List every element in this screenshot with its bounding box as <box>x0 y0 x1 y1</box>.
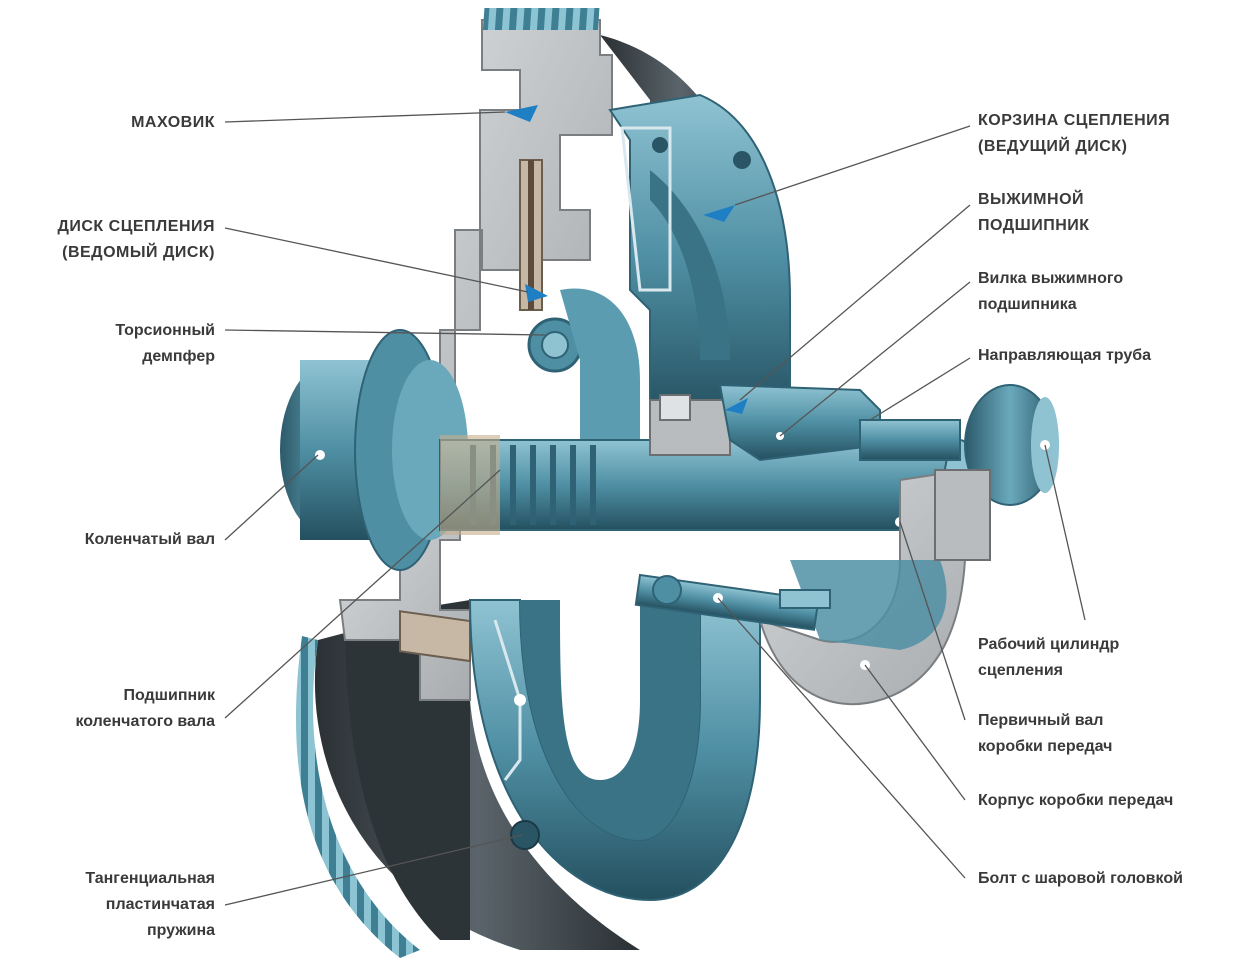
label-tangential-spring: Тангенциальная пластинчатая пружина <box>85 870 215 939</box>
label-pressure-plate: КОРЗИНА СЦЕПЛЕНИЯ (ВЕДУЩИЙ ДИСК) <box>978 112 1171 155</box>
label-flywheel: МАХОВИК <box>131 114 215 131</box>
direction-arrows <box>505 105 748 414</box>
crankshaft <box>280 329 468 571</box>
diaphragm-spring <box>468 599 761 902</box>
pressure-plate <box>608 93 791 421</box>
label-crankshaft: Коленчатый вал <box>84 531 215 548</box>
label-crankshaft-bearing: Подшипник коленчатого вала <box>75 687 215 730</box>
label-guide-tube: Направляющая труба <box>978 347 1152 364</box>
leader-lines <box>224 111 1086 906</box>
label-ball-bolt: Болт с шаровой головкой <box>978 870 1183 887</box>
label-release-fork: Вилка выжимного подшипника <box>978 270 1124 313</box>
ball-head-bolt <box>634 573 831 631</box>
gearbox-housing <box>758 468 991 706</box>
label-gearbox-housing: Корпус коробки передач <box>978 792 1174 809</box>
label-release-bearing: ВЫЖИМНОЙ ПОДШИПНИК <box>978 191 1090 234</box>
clutch-disc <box>399 159 640 663</box>
label-slave-cylinder: Рабочий цилиндр сцепления <box>978 636 1120 679</box>
label-clutch-disc: ДИСК СЦЕПЛЕНИЯ (ВЕДОМЫЙ ДИСК) <box>57 218 215 261</box>
label-torsion-damper: Торсионный демпфер <box>115 322 215 365</box>
label-input-shaft: Первичный вал коробки передач <box>978 712 1113 755</box>
